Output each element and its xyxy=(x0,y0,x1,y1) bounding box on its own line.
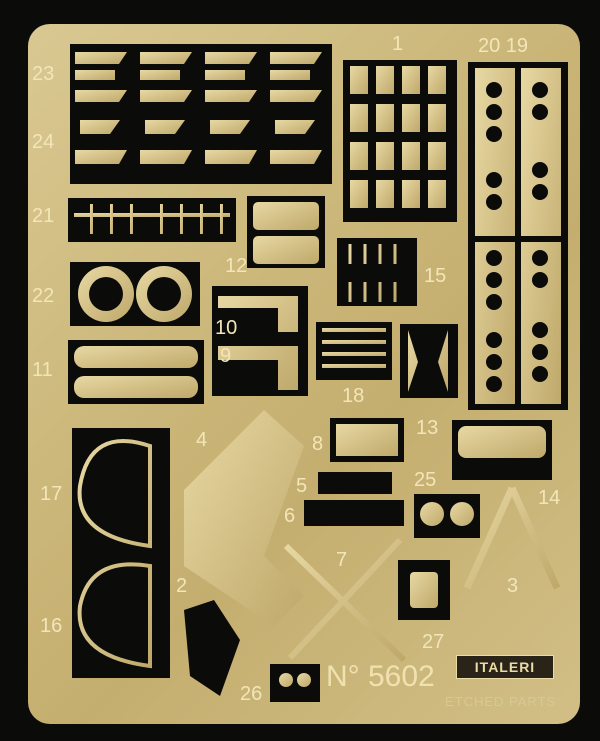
label-3: 3 xyxy=(507,575,519,597)
label-14: 14 xyxy=(538,487,561,509)
label-23: 23 xyxy=(32,63,55,85)
part-5 xyxy=(318,472,392,494)
label-11: 11 xyxy=(32,359,53,381)
label-1: 1 xyxy=(392,33,404,55)
label-8: 8 xyxy=(312,433,324,455)
label-21: 21 xyxy=(32,205,55,227)
label-7: 7 xyxy=(336,549,348,571)
part-21 xyxy=(68,198,236,242)
label-12: 12 xyxy=(225,255,248,277)
part-4 xyxy=(184,410,304,626)
italeri-logo: ITALERI xyxy=(456,655,554,679)
series-text: ETCHED PARTS xyxy=(445,694,557,709)
label-4: 4 xyxy=(196,429,208,451)
label-9: 9 xyxy=(220,345,232,367)
label-13: 13 xyxy=(416,417,439,439)
label-16: 16 xyxy=(40,615,63,637)
label-17: 17 xyxy=(40,483,63,505)
label-10: 10 xyxy=(215,317,238,339)
label-20-19: 20 19 xyxy=(478,35,529,57)
label-6: 6 xyxy=(284,505,296,527)
label-18: 18 xyxy=(342,385,365,407)
part-3 xyxy=(463,486,561,590)
part-2 xyxy=(184,600,240,696)
label-15: 15 xyxy=(424,265,447,287)
label-26: 26 xyxy=(240,683,263,705)
part-26 xyxy=(270,664,320,702)
label-27: 27 xyxy=(422,631,445,653)
label-22: 22 xyxy=(32,285,55,307)
part-6 xyxy=(304,500,404,526)
part-7 xyxy=(283,537,407,663)
kit-number: N° 5602 xyxy=(326,660,435,693)
label-25: 25 xyxy=(414,469,437,491)
label-5: 5 xyxy=(296,475,308,497)
label-24: 24 xyxy=(32,131,55,153)
label-2: 2 xyxy=(176,575,188,597)
